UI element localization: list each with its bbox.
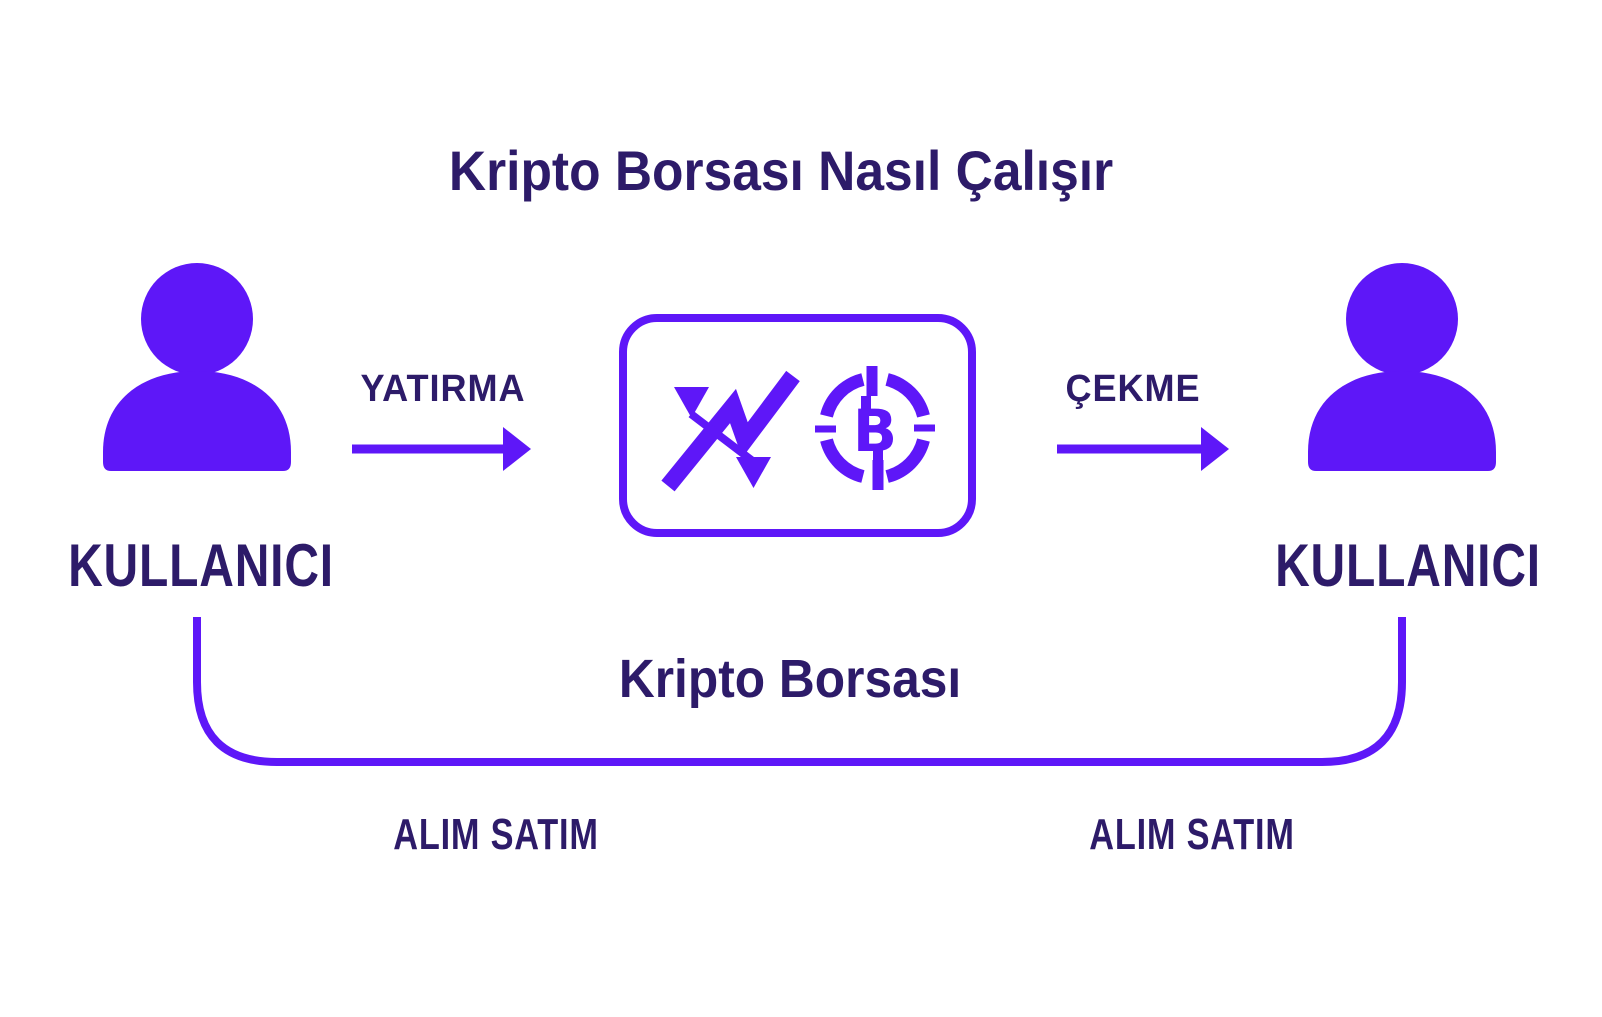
withdraw-label: ÇEKME xyxy=(1065,368,1201,410)
user-icon xyxy=(103,263,291,471)
trade-loop-connector xyxy=(193,617,1406,766)
trend-arrows-icon xyxy=(661,370,800,492)
trade-label-right: ALIM SATIM xyxy=(1089,810,1295,859)
bitcoin-coin-icon: B xyxy=(815,366,935,490)
page-title: Kripto Borsası Nasıl Çalışır xyxy=(448,139,1114,202)
exchange-loop-label: Kripto Borsası xyxy=(618,649,962,709)
deposit-arrow-icon xyxy=(352,427,531,471)
exchange-box xyxy=(619,314,976,537)
trade-label-left: ALIM SATIM xyxy=(393,810,599,859)
user-label-left: KULLANICI xyxy=(68,532,334,599)
deposit-label: YATIRMA xyxy=(360,368,526,410)
bitcoin-symbol: B xyxy=(853,397,897,465)
user-label-right: KULLANICI xyxy=(1275,532,1541,599)
withdraw-arrow-icon xyxy=(1057,427,1229,471)
user-icon xyxy=(1308,263,1496,471)
